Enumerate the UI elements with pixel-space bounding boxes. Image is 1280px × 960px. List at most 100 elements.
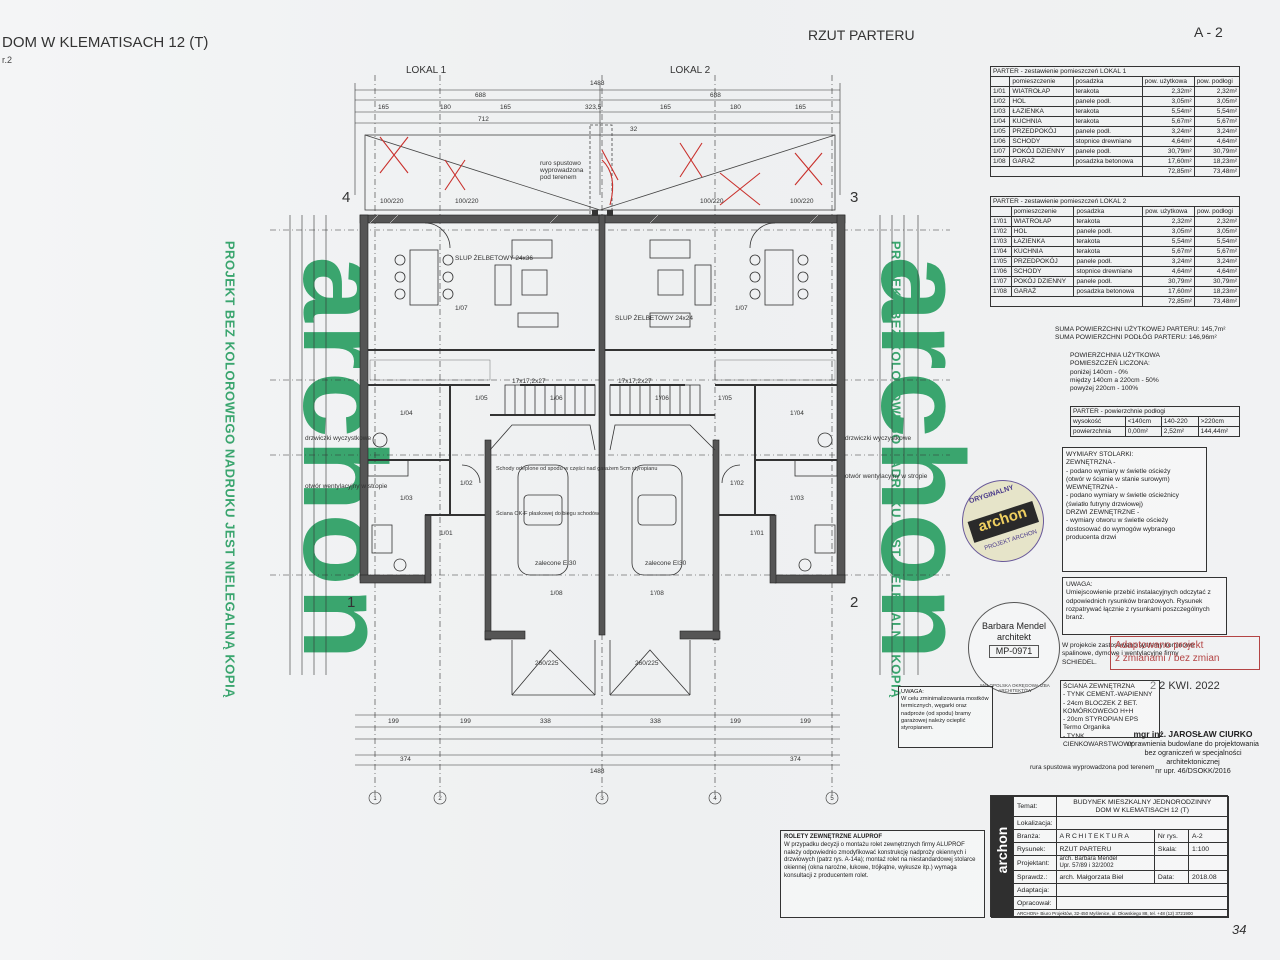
table2-cell: WIATROŁAP <box>1010 216 1075 227</box>
corner-4: 4 <box>342 189 350 206</box>
table1-cell: 1/02 <box>989 96 1011 107</box>
bottom-dim-half-left: 374 <box>400 756 411 763</box>
room-1-07: 1/07 <box>455 305 468 312</box>
sum-floor: SUMA POWIERZCHNI PODŁÓG PARTERU: 146,96m… <box>1055 334 1217 342</box>
table2-cell: 2,32m² <box>1193 216 1241 227</box>
joinery-line: DRZWI ZEWNĘTRZNE - <box>1066 509 1140 517</box>
tb-label: Skala: <box>1153 842 1190 856</box>
seal-ring-text: MAŁOPOLSKA OKRĘGOWA IZBA ARCHITEKTÓW <box>980 683 1050 693</box>
table2-cell: 1'/05 <box>990 256 1012 267</box>
seal-name: Barbara Mendel <box>981 621 1047 631</box>
top-dim-a7: 165 <box>795 104 806 111</box>
table1-cell: 30,79m² <box>1193 146 1241 157</box>
table1-cell: 3,05m² <box>1141 96 1195 107</box>
adapter-stamp: mgr inż. JAROSŁAW CIURKO uprawnienia bud… <box>1118 729 1268 776</box>
room-1p-07: 1/07 <box>735 305 748 312</box>
table2-cell: 3,24m² <box>1142 256 1195 267</box>
table2-total-floor: 73,48m² <box>1193 296 1241 307</box>
room-1-03: 1/03 <box>400 495 413 502</box>
table2-header: pomieszczenie <box>1010 206 1075 217</box>
table1-header: posadzka <box>1072 76 1143 87</box>
table1-cell: 5,54m² <box>1141 106 1195 117</box>
table1-cell: 5,67m² <box>1141 116 1195 127</box>
joinery-line: - podano wymiary w świetle ościeżnicy <box>1066 492 1179 500</box>
tb-drawing-number: A-2 <box>1188 829 1229 843</box>
table2-cell: 5,54m² <box>1142 236 1195 247</box>
tb-subject-1: BUDYNEK MIESZKALNY JEDNORODZINNY <box>1073 798 1212 806</box>
tb-label: Nr rys. <box>1153 829 1190 843</box>
axis-1: 1 <box>373 796 377 802</box>
table2-header: posadzka <box>1073 206 1144 217</box>
window-code-4: 100/220 <box>790 198 814 205</box>
dim-32: 32 <box>630 126 638 133</box>
title-block: archon Temat: BUDYNEK MIESZKALNY JEDNORO… <box>990 795 1230 918</box>
table2-cell: PRZEDPOKÓJ <box>1010 256 1075 267</box>
table2-cell: HOL <box>1010 226 1075 237</box>
tb-label: Opracował: <box>1013 896 1057 910</box>
table1-cell: KUCHNIA <box>1009 116 1074 127</box>
table1-cell: PRZEDPOKÓJ <box>1009 126 1074 137</box>
stair-note-right: 17x17,2x27 <box>618 378 652 385</box>
table1-title: PARTER - zestawienie pomieszczeń LOKAL 1 <box>990 66 1240 77</box>
room-1p-02: 1'/02 <box>730 480 744 487</box>
title-block-brand-strip: archon <box>991 796 1013 918</box>
tb-scale: 1:100 <box>1188 842 1229 856</box>
top-dim-a6: 180 <box>730 104 741 111</box>
corner-2: 2 <box>850 594 858 611</box>
project-subtitle: r.2 <box>2 55 13 65</box>
tb-label: Sprawdz.: <box>1013 870 1057 884</box>
room-1-05: 1/05 <box>475 395 488 402</box>
tb-label: Projektant: <box>1013 855 1057 871</box>
usable-rule-3: powyżej 220cm - 100% <box>1070 385 1139 393</box>
floor-table-header: 140-220 <box>1160 416 1199 427</box>
bottom-dim-1: 199 <box>388 718 399 725</box>
tb-checker: arch. Małgorzata Biel <box>1055 870 1155 884</box>
table1-cell: 5,67m² <box>1193 116 1241 127</box>
wall-layer: - 24cm BLOCZEK Z BET. KOMÓRKOWEGO H+H <box>1063 699 1138 715</box>
room-1p-08: 1'/08 <box>650 590 664 597</box>
table1-cell: 1/08 <box>989 156 1011 167</box>
table2-cell: posadzka betonowa <box>1073 286 1144 297</box>
adapter-name: mgr inż. JAROSŁAW CIURKO <box>1133 729 1253 739</box>
installation-note-text: Umiejscowienie przebić instalacyjnych od… <box>1066 589 1211 622</box>
table1-total-usable: 72,85m² <box>1141 166 1195 177</box>
note-cleanout-left: drzwiczki wyczystkowe <box>305 435 371 442</box>
table1-cell: panele podł. <box>1072 96 1143 107</box>
tb-label: Lokalizacja: <box>1013 816 1057 830</box>
table1-cell: 1/04 <box>989 116 1011 127</box>
table2-cell: 1'/03 <box>990 236 1012 247</box>
floor-table-header: wysokość <box>1070 416 1126 427</box>
table2-header: pow. podłogi <box>1193 206 1241 217</box>
table1-cell: 3,05m² <box>1193 96 1241 107</box>
table2-cell: 5,54m² <box>1193 236 1241 247</box>
top-dim-total: 1488 <box>590 80 605 87</box>
bottom-dim-total: 1488 <box>590 768 605 775</box>
bottom-dim-6: 199 <box>800 718 811 725</box>
corner-1: 1 <box>347 594 355 611</box>
usable-rule-1: poniżej 140cm - 0% <box>1070 368 1128 376</box>
table2-cell: 1'/06 <box>990 266 1012 277</box>
joinery-note: WYMIARY STOLARKI: ZEWNĘTRZNA - - podano … <box>1062 447 1207 572</box>
seal-role: architekt <box>996 632 1031 642</box>
note-cleanout-right: drzwiczki wyczystkowe <box>845 435 911 442</box>
adapter-line: bez ograniczeń w specjalności <box>1144 748 1242 757</box>
table1-header <box>989 76 1011 87</box>
room-1p-05: 1'/05 <box>718 395 732 402</box>
shutter-note: ROLETY ZEWNĘTRZNE ALUPROF W przypadku de… <box>780 830 985 918</box>
table2-cell: stopnice drewniane <box>1073 266 1144 277</box>
unit-1-label: LOKAL 1 <box>406 65 447 76</box>
table2-cell: 1'/04 <box>990 246 1012 257</box>
table2-total-usable: 72,85m² <box>1142 296 1195 307</box>
floor-plan-drawing: LOKAL 1 LOKAL 2 4 3 1 2 1488 688 688 165… <box>270 65 950 805</box>
table2-cell: terakota <box>1073 216 1144 227</box>
architect-seal: Barbara Mendel architekt MP-0971 MAŁOPOL… <box>968 602 1060 694</box>
room-table-lokal-2: PARTER - zestawienie pomieszczeń LOKAL 2… <box>989 196 1241 307</box>
table1-cell: stopnice drewniane <box>1072 136 1143 147</box>
joinery-line: (otwór w ścianie w stanie surowym) <box>1066 475 1170 483</box>
table1-cell: 1/07 <box>989 146 1011 157</box>
table1-cell: 1/06 <box>989 136 1011 147</box>
